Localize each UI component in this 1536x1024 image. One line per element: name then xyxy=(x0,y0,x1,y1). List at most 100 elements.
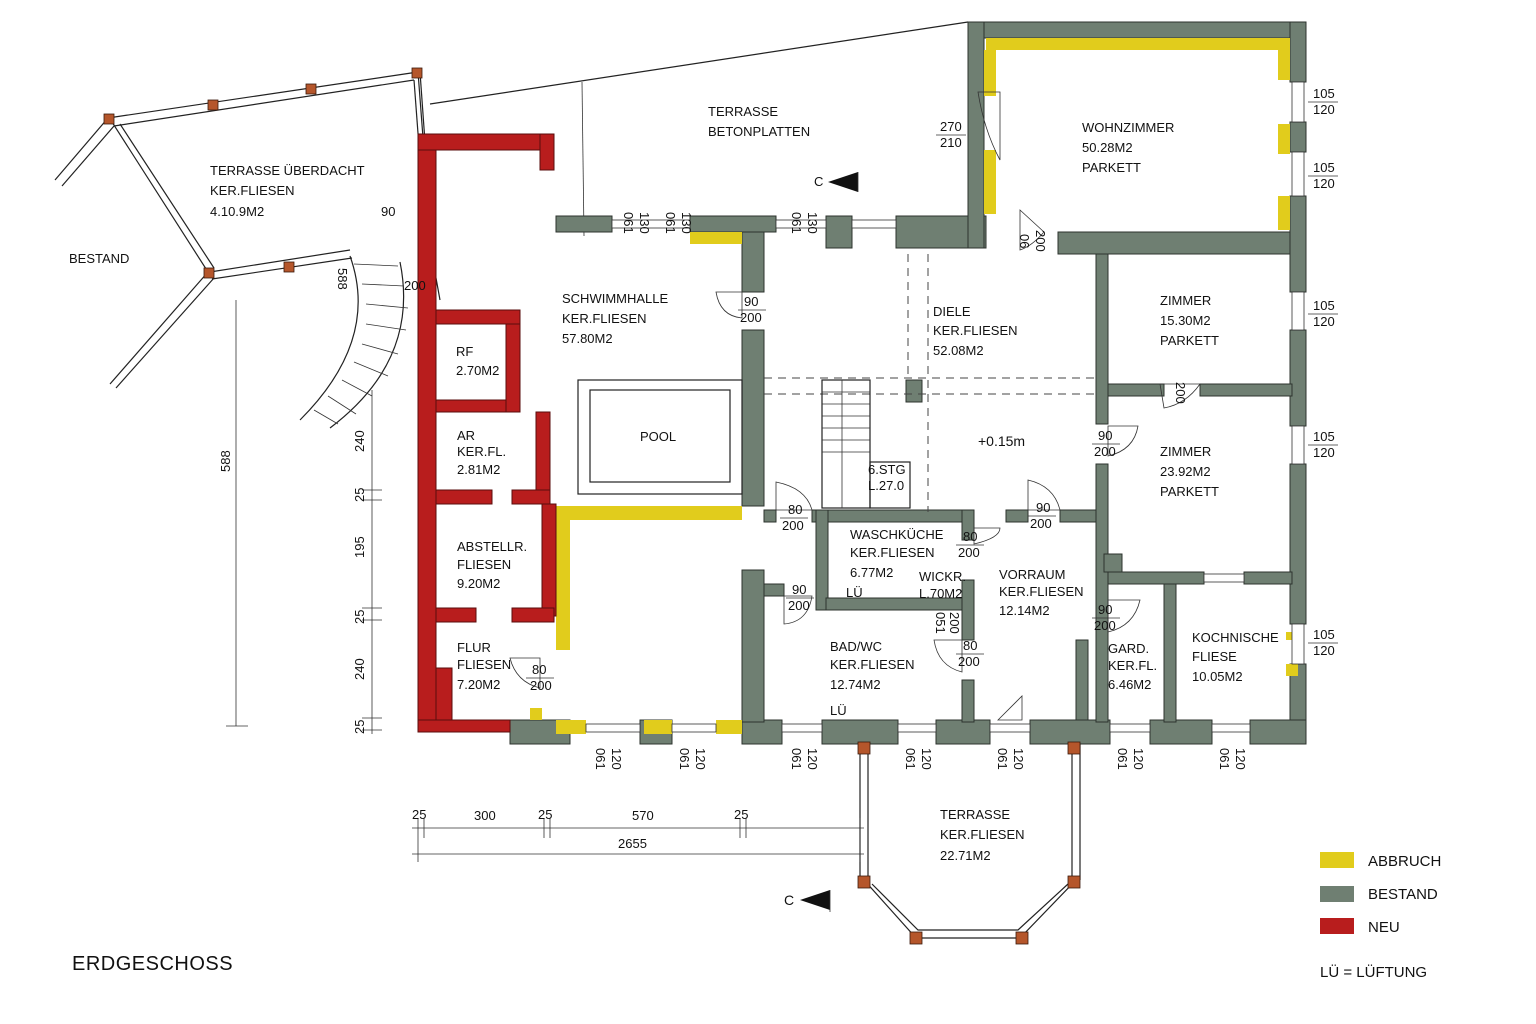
wdim-bot-2a: 061 xyxy=(677,748,692,770)
wdim-bot-4b: 120 xyxy=(919,748,934,770)
existing-walls xyxy=(509,21,1307,745)
wdim-105-2: 105 xyxy=(1313,160,1335,175)
legend-swatch-abbruch xyxy=(1320,852,1354,868)
dim-h2655: 2655 xyxy=(618,836,647,851)
waschkueche-vent: LÜ xyxy=(846,585,863,600)
dim-195: 195 xyxy=(352,536,367,558)
door-dim-h2: 200 xyxy=(782,518,804,533)
wdim-bot-2b: 120 xyxy=(693,748,708,770)
schwimmhalle-name: SCHWIMMHALLE xyxy=(562,291,669,306)
curved-stair xyxy=(299,255,409,429)
upper-terrace-outline xyxy=(429,21,969,237)
rf-name: RF xyxy=(456,344,473,359)
dim-25b: 25 xyxy=(352,610,367,624)
waschkueche-area: 6.77M2 xyxy=(850,565,893,580)
dim-588: 588 xyxy=(218,450,233,472)
vorraum-name: VORRAUM xyxy=(999,567,1065,582)
wdim-120-3: 120 xyxy=(1313,314,1335,329)
door-dim-w1: 90 xyxy=(744,294,758,309)
terrace-covered-area: 4.10.9M2 xyxy=(210,204,264,219)
ddim-rot-3a: 051 xyxy=(933,612,948,634)
wdim-120-1: 120 xyxy=(1313,102,1335,117)
new-walls xyxy=(417,133,557,733)
ar-name: AR xyxy=(457,428,475,443)
diele-floor: KER.FLIESEN xyxy=(933,323,1018,338)
wdim-top-1a: 061 xyxy=(621,212,636,234)
door-dim-h11: 200 xyxy=(404,278,426,293)
gard-name: GARD. xyxy=(1108,641,1149,656)
door-dim-w2: 80 xyxy=(788,502,802,517)
dim-h300: 300 xyxy=(474,808,496,823)
pool xyxy=(577,379,743,495)
terrace-covered-floor: KER.FLIESEN xyxy=(210,183,295,198)
dim-stair-588: 588 xyxy=(335,268,350,290)
door-dim-h5: 200 xyxy=(958,545,980,560)
door-dim-h10: 210 xyxy=(940,135,962,150)
wdim-bot-7a: 061 xyxy=(1217,748,1232,770)
abstellr-area: 9.20M2 xyxy=(457,576,500,591)
wdim-bot-6b: 120 xyxy=(1131,748,1146,770)
diele-area: 52.08M2 xyxy=(933,343,984,358)
ar-floor: KER.FL. xyxy=(457,444,506,459)
vorraum-floor: KER.FLIESEN xyxy=(999,584,1084,599)
legend-swatch-neu xyxy=(1320,918,1354,934)
legend: ABBRUCH BESTAND NEU LÜ = LÜFTUNG xyxy=(1320,852,1441,981)
door-dim-h8: 200 xyxy=(1094,618,1116,633)
door-dim-h9: 200 xyxy=(530,678,552,693)
wdim-105-4: 105 xyxy=(1313,429,1335,444)
legend-note-ventilation: LÜ = LÜFTUNG xyxy=(1320,963,1427,981)
legend-label-bestand: BESTAND xyxy=(1368,886,1438,903)
door-dim-w8: 90 xyxy=(1098,602,1112,617)
kochnische-floor: FLIESE xyxy=(1192,649,1237,664)
diele-name: DIELE xyxy=(933,304,971,319)
ddim-rot-3b: 200 xyxy=(947,612,962,634)
abstellr-floor: FLIESEN xyxy=(457,557,511,572)
wdim-bot-1b: 120 xyxy=(609,748,624,770)
bad-name: BAD/WC xyxy=(830,639,882,654)
wdim-bot-1a: 061 xyxy=(593,748,608,770)
terrace-covered-name: TERRASSE ÜBERDACHT xyxy=(210,163,365,178)
wickr-name: WICKR. xyxy=(919,569,966,584)
terrace-south-name: TERRASSE xyxy=(940,807,1010,822)
wdim-bot-4a: 061 xyxy=(903,748,918,770)
wdim-120-5: 120 xyxy=(1313,643,1335,658)
stair-label-steps: 6.STG xyxy=(868,462,906,477)
waschkueche-floor: KER.FLIESEN xyxy=(850,545,935,560)
wdim-top-3a: 061 xyxy=(789,212,804,234)
kochnische-name: KOCHNISCHE xyxy=(1192,630,1279,645)
pool-name: POOL xyxy=(640,429,676,444)
stair-label-length: L.27.0 xyxy=(868,478,904,493)
dimension-lines xyxy=(226,300,864,862)
wdim-120-4: 120 xyxy=(1313,445,1335,460)
wdim-bot-7b: 120 xyxy=(1233,748,1248,770)
dim-h570: 570 xyxy=(632,808,654,823)
dim-h25a: 25 xyxy=(412,807,426,822)
wohnzimmer-floor: PARKETT xyxy=(1082,160,1141,175)
wdim-bot-5b: 120 xyxy=(1011,748,1026,770)
wdim-top-2b: 130 xyxy=(679,212,694,234)
south-terrace-frame xyxy=(857,741,1081,945)
wdim-bot-3b: 120 xyxy=(805,748,820,770)
legend-label-neu: NEU xyxy=(1368,919,1400,936)
legend-label-abbruch: ABBRUCH xyxy=(1368,853,1441,870)
door-dim-h3: 200 xyxy=(1094,444,1116,459)
wdim-bot-3a: 061 xyxy=(789,748,804,770)
gard-floor: KER.FL. xyxy=(1108,658,1157,673)
door-dim-w6: 90 xyxy=(792,582,806,597)
dim-240b: 240 xyxy=(352,658,367,680)
zimmer2-floor: PARKETT xyxy=(1160,484,1219,499)
terrace-concrete-name: TERRASSE xyxy=(708,104,778,119)
door-dim-h6: 200 xyxy=(788,598,810,613)
wdim-bot-6a: 061 xyxy=(1115,748,1130,770)
door-dim-w4: 90 xyxy=(1036,500,1050,515)
bad-floor: KER.FLIESEN xyxy=(830,657,915,672)
wdim-105-1: 105 xyxy=(1313,86,1335,101)
ddim-rot-2: 200 xyxy=(1173,382,1188,404)
section-markers: C C xyxy=(784,172,859,912)
gard-area: 6.46M2 xyxy=(1108,677,1151,692)
wdim-top-2a: 061 xyxy=(663,212,678,234)
covered-terrace-frame xyxy=(54,67,441,389)
wdim-105-5: 105 xyxy=(1313,627,1335,642)
legend-swatch-bestand xyxy=(1320,886,1354,902)
